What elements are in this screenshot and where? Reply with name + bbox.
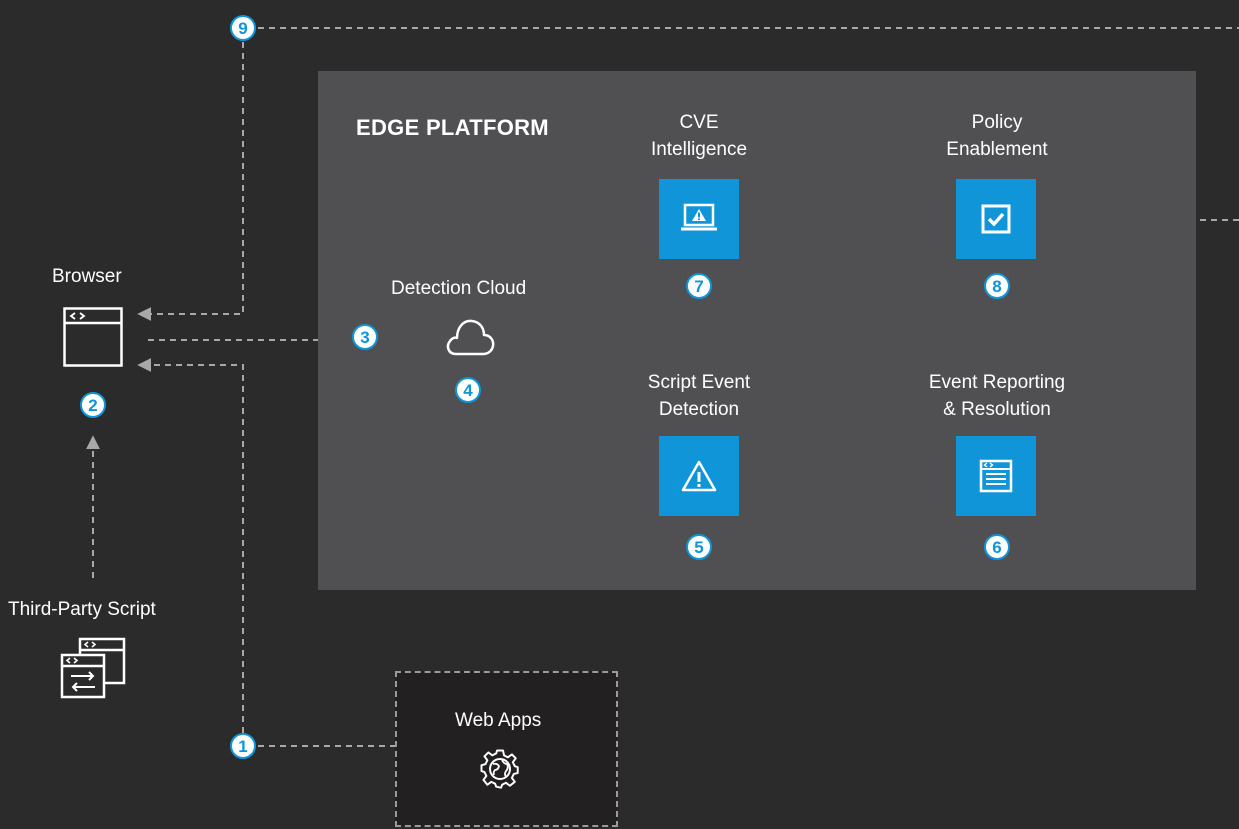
web-apps-label: Web Apps (455, 710, 542, 731)
cve-intelligence-label-line1: CVE (679, 112, 719, 133)
browser-label: Browser (52, 266, 122, 287)
laptop-warning-icon (681, 203, 717, 231)
step-badge-1[interactable]: 1 (230, 733, 256, 759)
document-list-icon (979, 459, 1013, 493)
cve-intelligence-tile[interactable] (659, 179, 739, 259)
step-badge-8[interactable]: 8 (984, 273, 1010, 299)
detection-cloud-label: Detection Cloud (391, 278, 527, 299)
checkbox-icon (981, 204, 1011, 234)
policy-enablement-tile[interactable] (956, 179, 1036, 259)
script-event-detection-tile[interactable] (659, 436, 739, 516)
step-badge-3[interactable]: 3 (352, 324, 378, 350)
connector-1-to-browser (137, 358, 244, 733)
step-badge-6[interactable]: 6 (984, 534, 1010, 560)
cve-intelligence-label-line2: Intelligence (650, 139, 748, 160)
connector-9-to-browser (137, 42, 244, 321)
warning-triangle-icon (681, 460, 717, 492)
step-badge-5[interactable]: 5 (686, 534, 712, 560)
script-event-detection-label-line1: Script Event (647, 372, 751, 393)
web-apps-box[interactable] (395, 671, 618, 827)
stacked-windows-exchange-icon[interactable] (60, 637, 126, 699)
third-party-script-label: Third-Party Script (8, 599, 156, 620)
policy-enablement-label-line2: Enablement (946, 139, 1048, 160)
step-badge-4[interactable]: 4 (455, 377, 481, 403)
cloud-icon[interactable] (444, 314, 496, 358)
browser-window-icon[interactable] (63, 307, 123, 367)
policy-enablement-label-line1: Policy (971, 112, 1023, 133)
event-reporting-tile[interactable] (956, 436, 1036, 516)
event-reporting-label-line2: & Resolution (943, 399, 1051, 420)
platform-title: EDGE PLATFORM (356, 115, 549, 140)
gear-globe-icon (480, 749, 520, 789)
step-badge-2[interactable]: 2 (80, 392, 106, 418)
step-badge-9[interactable]: 9 (230, 15, 256, 41)
step-badge-7[interactable]: 7 (686, 273, 712, 299)
event-reporting-label-line1: Event Reporting (928, 372, 1066, 393)
edge-platform-panel (318, 71, 1196, 590)
script-event-detection-label-line2: Detection (658, 399, 740, 420)
